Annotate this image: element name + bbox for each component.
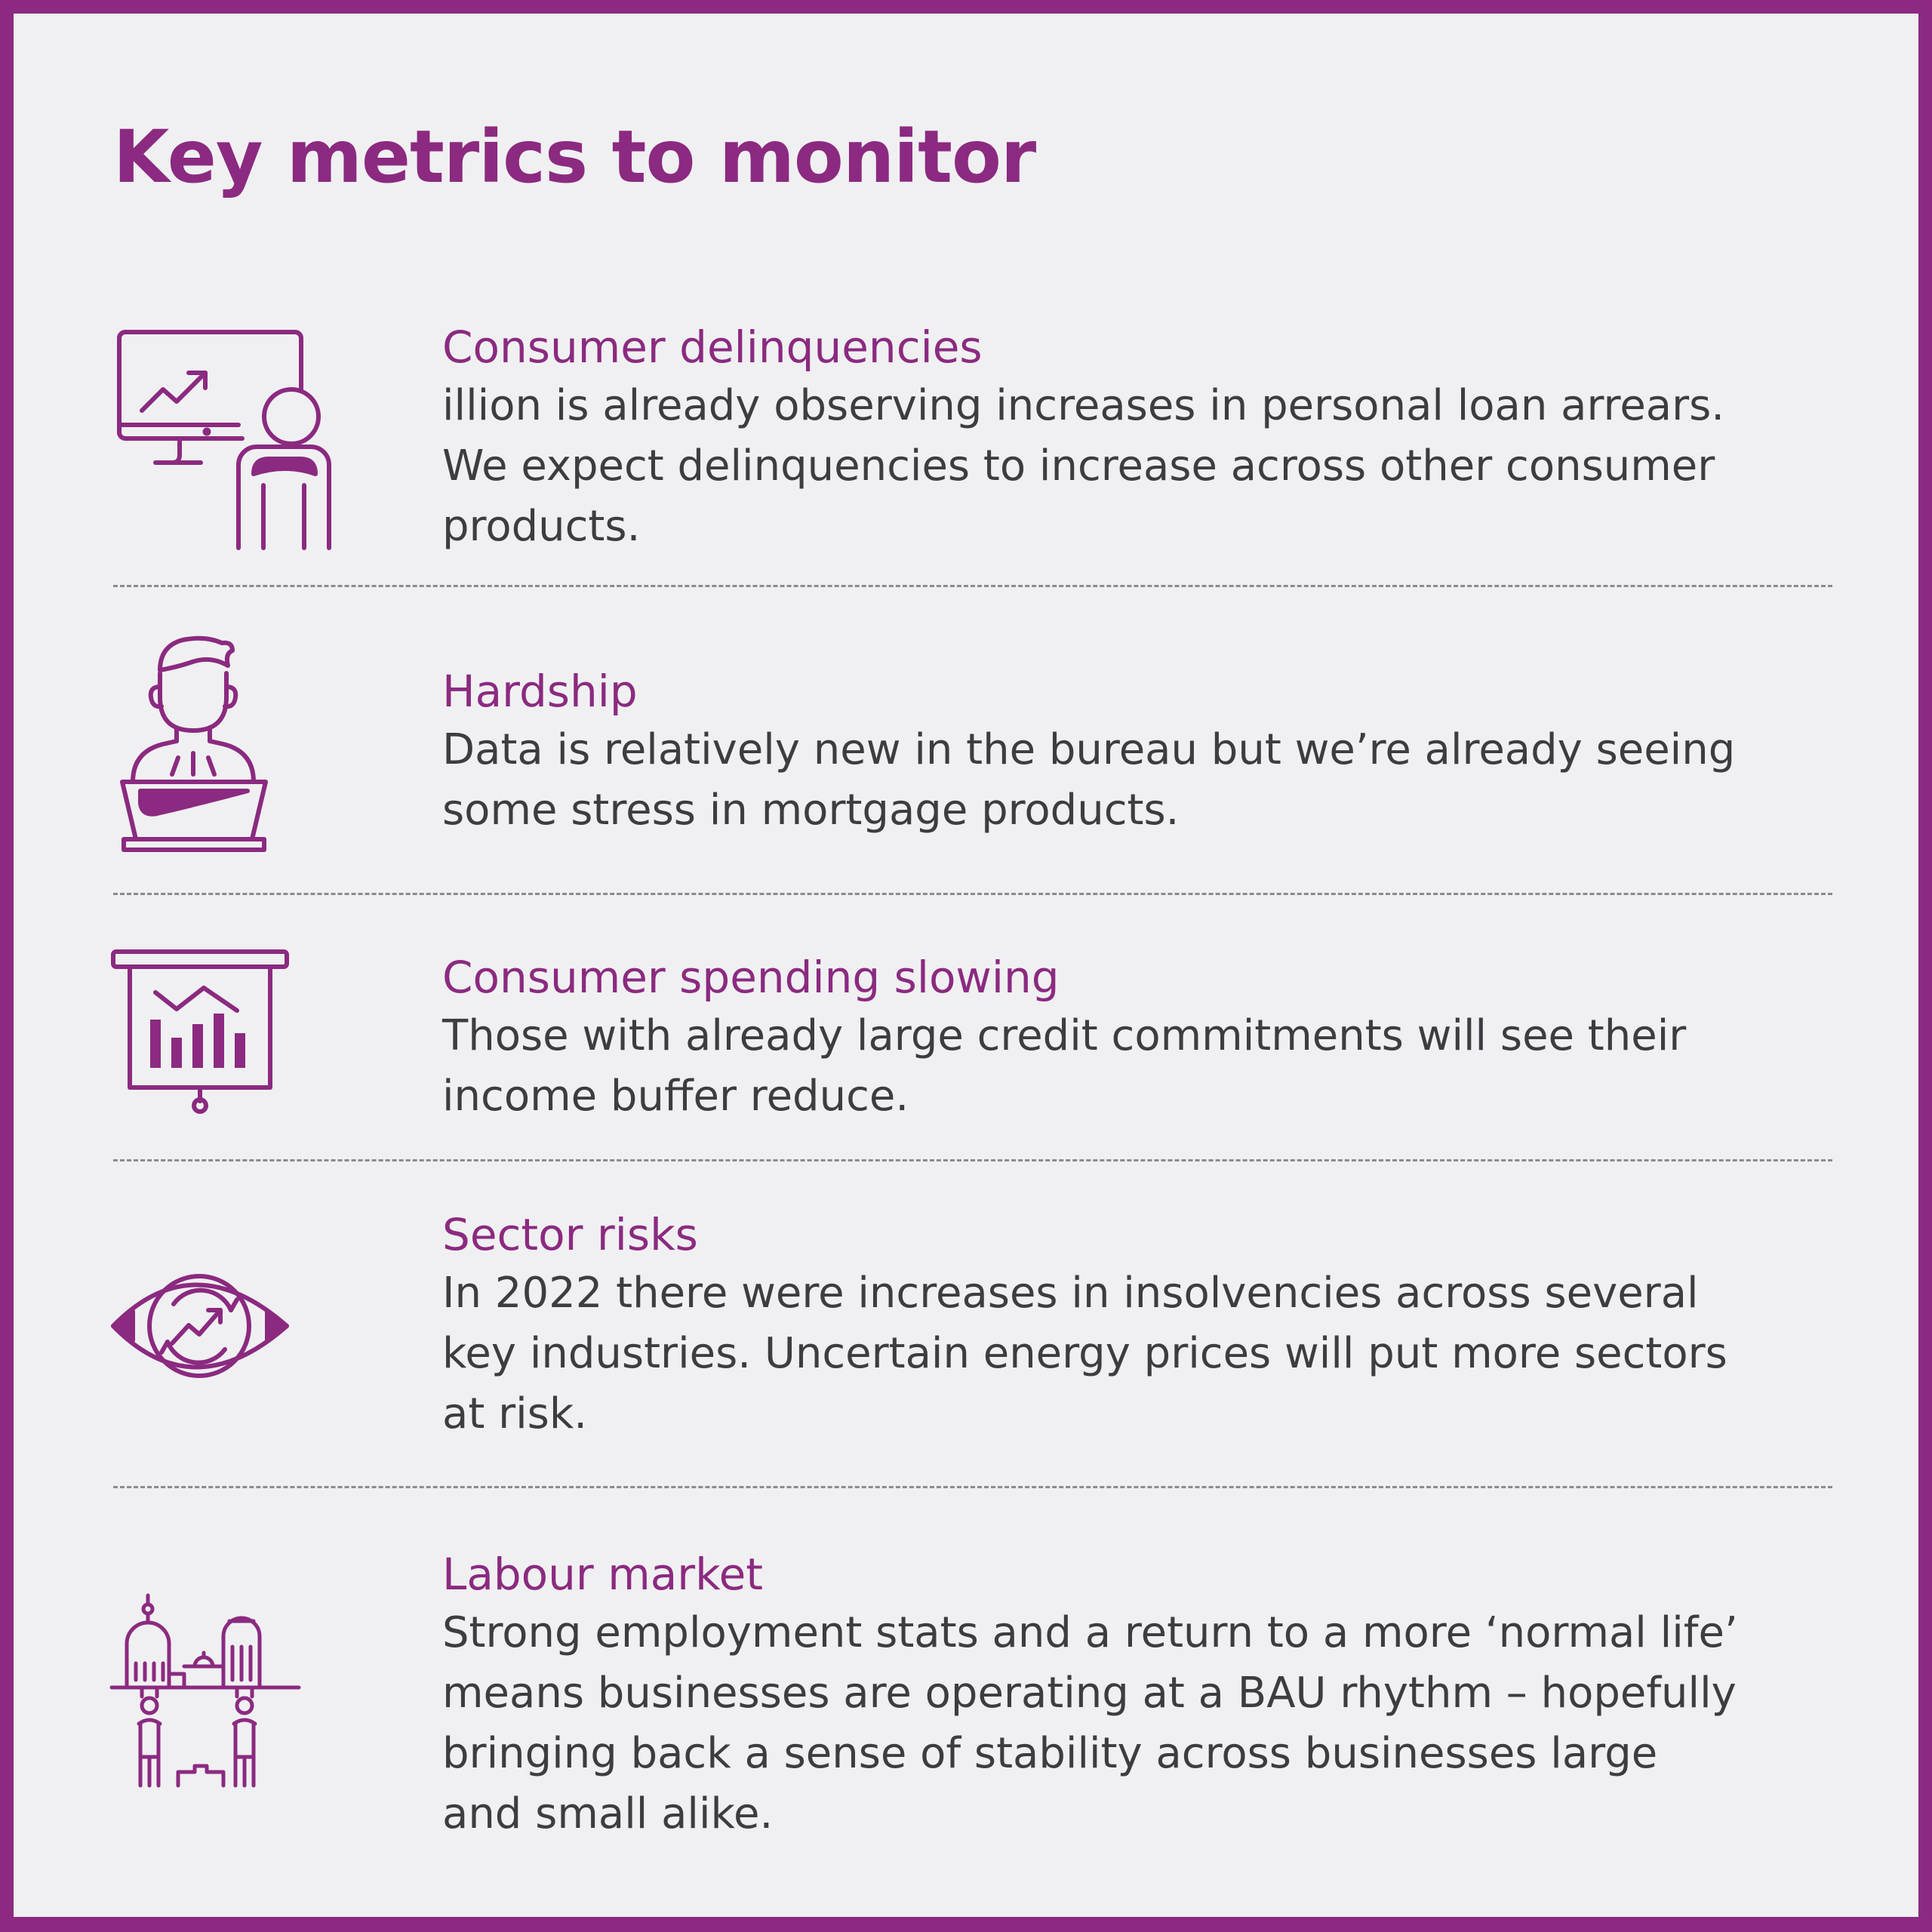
infographic-panel: Key metrics to monitor Consumer delinque… bbox=[14, 14, 1918, 1917]
metric-text: Labour market Strong employment stats an… bbox=[442, 1546, 1861, 1844]
page-title: Key metrics to monitor bbox=[113, 115, 1036, 199]
metric-description: Those with already large credit commitme… bbox=[442, 1011, 1687, 1121]
eye-trend-icon bbox=[110, 1266, 344, 1387]
monitor-analyst-icon bbox=[110, 323, 344, 550]
metric-description: In 2022 there were increases in insolven… bbox=[442, 1269, 1727, 1438]
metric-heading: Labour market bbox=[442, 1549, 764, 1600]
presentation-board-chart-icon bbox=[110, 949, 344, 1115]
divider bbox=[113, 1159, 1832, 1161]
metric-description: Data is relatively new in the bureau but… bbox=[442, 725, 1736, 835]
metric-description: Strong employment stats and a return to … bbox=[442, 1608, 1738, 1838]
metric-heading: Sector risks bbox=[442, 1209, 698, 1260]
divider bbox=[113, 1486, 1832, 1488]
people-holding-city-icon bbox=[109, 1591, 344, 1795]
metric-text: Consumer spending slowing Those with alr… bbox=[442, 949, 1861, 1127]
person-at-laptop-icon bbox=[110, 631, 344, 857]
metric-text: Hardship Data is relatively new in the b… bbox=[442, 663, 1861, 841]
divider bbox=[113, 893, 1832, 895]
metric-description: illion is already observing increases in… bbox=[442, 381, 1725, 551]
metric-text: Consumer delinquencies illion is already… bbox=[442, 318, 1861, 557]
metric-heading: Consumer delinquencies bbox=[442, 321, 983, 373]
metric-text: Sector risks In 2022 there were increase… bbox=[442, 1206, 1861, 1444]
metric-heading: Hardship bbox=[442, 666, 638, 717]
divider bbox=[113, 585, 1832, 587]
metric-heading: Consumer spending slowing bbox=[442, 952, 1060, 1003]
